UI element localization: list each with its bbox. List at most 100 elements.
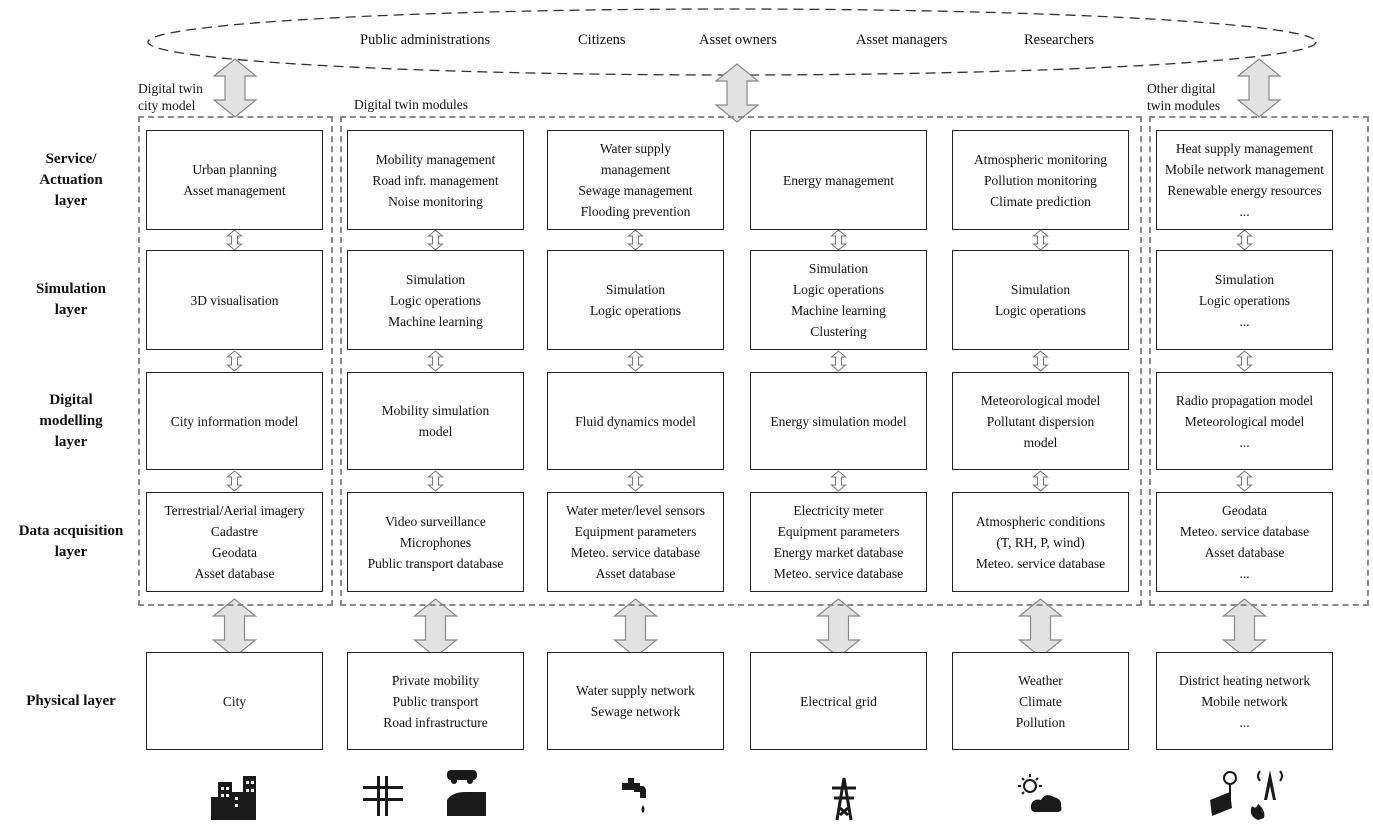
box-text-line: Mobility simulation xyxy=(381,403,490,418)
row-label-acquisition: Data acquisition layer xyxy=(0,492,142,592)
box-text-line: Pollutant dispersion xyxy=(986,413,1095,429)
weather-icon xyxy=(1018,774,1062,812)
row-label-line: Service/ xyxy=(45,150,97,167)
box-text-line: Weather xyxy=(1018,672,1063,688)
row-label-line: Data acquisition xyxy=(18,523,124,539)
stakeholders-ellipse xyxy=(147,8,1317,76)
box-text-line: Machine learning xyxy=(388,313,483,329)
group-other-modules xyxy=(1149,116,1369,606)
box-text-line: Machine learning xyxy=(791,303,886,318)
big-double-arrow xyxy=(715,63,759,123)
box-acquisition-col5: Atmospheric conditions(T, RH, P, wind)Me… xyxy=(952,492,1129,592)
box-physical-col4: Electrical grid xyxy=(750,652,927,750)
box-text-line: Simulation xyxy=(1010,282,1071,297)
box-text-line: Asset database xyxy=(595,566,676,581)
box-text-line: management xyxy=(601,162,670,177)
box-text-line: Logic operations xyxy=(792,282,885,297)
row-label-line: modelling xyxy=(39,412,103,429)
box-text-line: Flooding prevention xyxy=(580,204,691,219)
box-text-line: Asset database xyxy=(194,566,275,581)
box-text-line: Sewage network xyxy=(590,704,681,719)
caption-city-model-line: city model xyxy=(138,98,196,113)
stakeholder-public-administrations: Public administrations xyxy=(360,32,491,48)
box-text-line: Water meter/level sensors xyxy=(565,503,706,518)
box-text-line: Geodata xyxy=(1222,503,1267,518)
box-text-line: Energy management xyxy=(782,172,895,188)
stakeholder-asset-managers: Asset managers xyxy=(856,32,948,48)
row-label-line: layer xyxy=(54,192,88,209)
box-text-line: ... xyxy=(1239,204,1250,219)
box-text-line: ... xyxy=(1239,434,1250,450)
box-text-line: Energy market database xyxy=(773,545,904,560)
box-text-line: Public transport xyxy=(392,693,479,709)
row-label-modelling: Digital modelling layer xyxy=(0,372,142,470)
caption-city-model-line: Digital twin xyxy=(138,81,203,96)
box-text-line: Meteo. service database xyxy=(570,545,701,560)
box-physical-col1: City xyxy=(146,652,323,750)
big-double-arrow xyxy=(613,598,658,658)
box-text-line: Climate xyxy=(1019,693,1062,709)
row-label-line: Digital xyxy=(49,391,93,408)
box-text-line: Equipment parameters xyxy=(574,524,697,539)
box-text-line: Meteo. service database xyxy=(773,566,904,581)
box-text-line: Atmospheric monitoring xyxy=(973,151,1108,167)
box-text-line: Fluid dynamics model xyxy=(575,413,696,429)
mobility-icon xyxy=(363,770,486,816)
box-text-line: Mobile network xyxy=(1201,693,1288,709)
big-double-arrow xyxy=(1237,58,1281,118)
box-text-line: District heating network xyxy=(1178,672,1311,688)
caption-other-line: twin modules xyxy=(1147,98,1221,113)
energy-telecom-icon xyxy=(1210,770,1283,820)
box-text-line: Radio propagation model xyxy=(1175,392,1314,408)
city-buildings-icon xyxy=(211,776,256,820)
power-tower-icon xyxy=(832,777,856,821)
box-service-col4: Energy management xyxy=(750,130,927,230)
box-text-line: 3D visualisation xyxy=(190,292,279,308)
row-label-simulation: Simulation layer xyxy=(0,250,142,350)
box-text-line: Road infr. management xyxy=(372,172,499,188)
row-label-line: Simulation xyxy=(35,281,107,297)
box-text-line: Logic operations xyxy=(389,292,482,308)
row-label-physical: Physical layer xyxy=(0,652,142,750)
box-text-line: Simulation xyxy=(808,261,869,276)
box-text-line: Mobile network management xyxy=(1165,162,1324,177)
box-text-line: Logic operations xyxy=(1198,292,1291,308)
box-text-line: Cadastre xyxy=(210,524,259,539)
box-text-line: ... xyxy=(1239,714,1250,730)
box-text-line: City information model xyxy=(170,413,299,429)
box-text-line: Pollution xyxy=(1015,714,1066,730)
box-text-line: Video surveillance xyxy=(385,513,486,529)
box-text-line: Atmospheric conditions xyxy=(975,513,1106,529)
water-tap-icon xyxy=(622,778,646,813)
box-text-line: Meteorological model xyxy=(1184,413,1305,429)
big-double-arrow xyxy=(1222,598,1267,658)
box-text-line: Climate prediction xyxy=(990,193,1091,209)
box-text-line: Geodata xyxy=(212,545,257,560)
box-simulation-col1: 3D visualisation xyxy=(146,250,323,350)
box-text-line: (T, RH, P, wind) xyxy=(996,534,1085,550)
box-text-line: Logic operations xyxy=(589,303,682,318)
box-text-line: Electrical grid xyxy=(800,693,877,709)
big-double-arrow xyxy=(816,598,861,658)
row-label-line: Actuation xyxy=(39,171,103,188)
box-text-line: Microphones xyxy=(399,534,472,550)
row-label-line: layer xyxy=(54,544,88,560)
box-text-line: Road infrastructure xyxy=(383,714,488,730)
box-text-line: Energy simulation model xyxy=(770,413,907,429)
caption-modules: Digital twin modules xyxy=(354,97,468,112)
group-city-model xyxy=(138,116,333,606)
box-text-line: Water supply xyxy=(599,141,672,156)
big-double-arrow xyxy=(1018,598,1063,658)
